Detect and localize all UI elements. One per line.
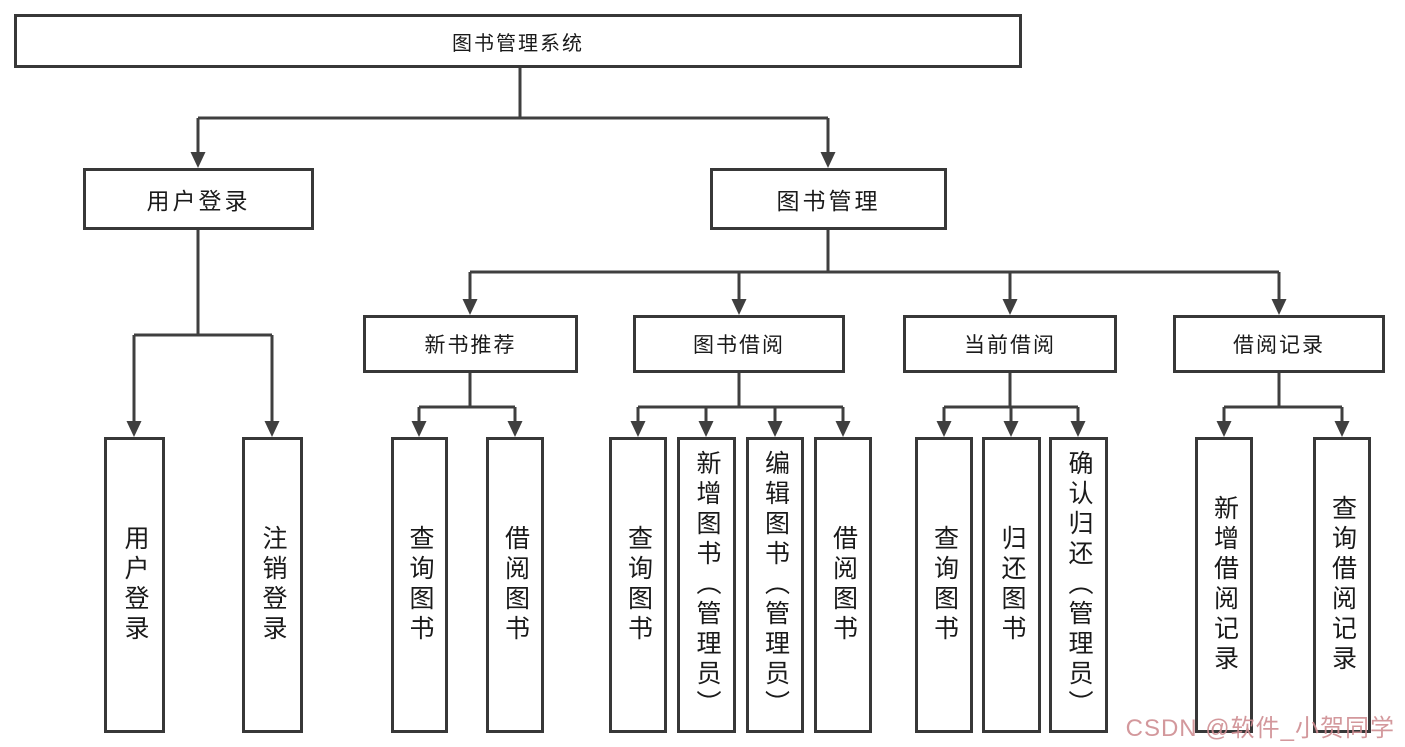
node-book-management: 图书管理 bbox=[710, 168, 947, 230]
leaf-user-login: 用户登录 bbox=[104, 437, 165, 733]
node-label: 图书管理系统 bbox=[452, 32, 584, 55]
arrow-down-icon bbox=[1216, 421, 1232, 437]
arrow-down-icon bbox=[411, 421, 427, 437]
leaf-return-books: 归还图书 bbox=[982, 437, 1041, 733]
arrow-down-icon bbox=[630, 421, 646, 437]
arrow-down-icon bbox=[126, 421, 142, 437]
arrow-down-icon bbox=[835, 421, 851, 437]
arrow-down-icon bbox=[462, 299, 478, 315]
node-label: 借阅图书 bbox=[501, 525, 530, 645]
node-label: 图书借阅 bbox=[693, 334, 785, 357]
node-label: 用户登录 bbox=[121, 525, 149, 645]
leaf-query-books-recommend: 查询图书 bbox=[391, 437, 448, 733]
node-label: 借阅图书 bbox=[829, 525, 858, 645]
node-label: 图书管理 bbox=[776, 188, 881, 214]
leaf-query-borrow-record: 查询借阅记录 bbox=[1313, 437, 1371, 733]
node-current-borrowing: 当前借阅 bbox=[903, 315, 1117, 373]
arrow-down-icon bbox=[1070, 421, 1086, 437]
connector-line bbox=[417, 373, 517, 422]
node-label: 新增图书（管理员） bbox=[693, 450, 721, 720]
node-library-management-system: 图书管理系统 bbox=[14, 14, 1022, 68]
arrow-down-icon bbox=[190, 152, 206, 168]
connector-line bbox=[942, 373, 1080, 422]
connector-line bbox=[132, 230, 274, 422]
node-label: 查询图书 bbox=[406, 525, 434, 645]
connector-line bbox=[636, 373, 845, 422]
leaf-query-books-current: 查询图书 bbox=[915, 437, 973, 733]
arrow-down-icon bbox=[698, 421, 714, 437]
node-label: 查询图书 bbox=[624, 525, 653, 645]
arrow-down-icon bbox=[1334, 421, 1350, 437]
node-book-borrowing: 图书借阅 bbox=[633, 315, 845, 373]
node-label: 新书推荐 bbox=[424, 334, 517, 357]
node-label: 确认归还（管理员） bbox=[1065, 450, 1093, 720]
leaf-add-borrow-record: 新增借阅记录 bbox=[1195, 437, 1253, 733]
node-label: 归还图书 bbox=[998, 525, 1026, 645]
leaf-borrow-books: 借阅图书 bbox=[814, 437, 872, 733]
node-label: 编辑图书（管理员） bbox=[761, 450, 790, 720]
node-label: 查询借阅记录 bbox=[1328, 495, 1357, 675]
leaf-logout: 注销登录 bbox=[242, 437, 303, 733]
node-label: 用户登录 bbox=[146, 188, 251, 214]
leaf-borrow-books-recommend: 借阅图书 bbox=[486, 437, 544, 733]
node-label: 查询图书 bbox=[930, 525, 959, 645]
arrow-down-icon bbox=[936, 421, 952, 437]
connector-line bbox=[196, 68, 830, 153]
arrow-down-icon bbox=[731, 299, 747, 315]
arrow-down-icon bbox=[1002, 299, 1018, 315]
leaf-confirm-return-admin: 确认归还（管理员） bbox=[1049, 437, 1108, 733]
node-borrow-records: 借阅记录 bbox=[1173, 315, 1385, 373]
node-label: 当前借阅 bbox=[964, 334, 1056, 357]
leaf-edit-book-admin: 编辑图书（管理员） bbox=[746, 437, 804, 733]
node-label: 借阅记录 bbox=[1233, 334, 1325, 357]
node-user-login: 用户登录 bbox=[83, 168, 314, 230]
arrow-down-icon bbox=[507, 421, 523, 437]
connector-line bbox=[468, 230, 1281, 300]
arrow-down-icon bbox=[1271, 299, 1287, 315]
arrow-down-icon bbox=[1003, 421, 1019, 437]
connector-line bbox=[1222, 373, 1344, 422]
node-new-book-recommend: 新书推荐 bbox=[363, 315, 578, 373]
leaf-query-books-borrowing: 查询图书 bbox=[609, 437, 667, 733]
node-label: 注销登录 bbox=[259, 525, 287, 645]
arrow-down-icon bbox=[820, 152, 836, 168]
arrow-down-icon bbox=[767, 421, 783, 437]
arrow-down-icon bbox=[264, 421, 280, 437]
leaf-add-book-admin: 新增图书（管理员） bbox=[677, 437, 736, 733]
node-label: 新增借阅记录 bbox=[1210, 495, 1239, 675]
